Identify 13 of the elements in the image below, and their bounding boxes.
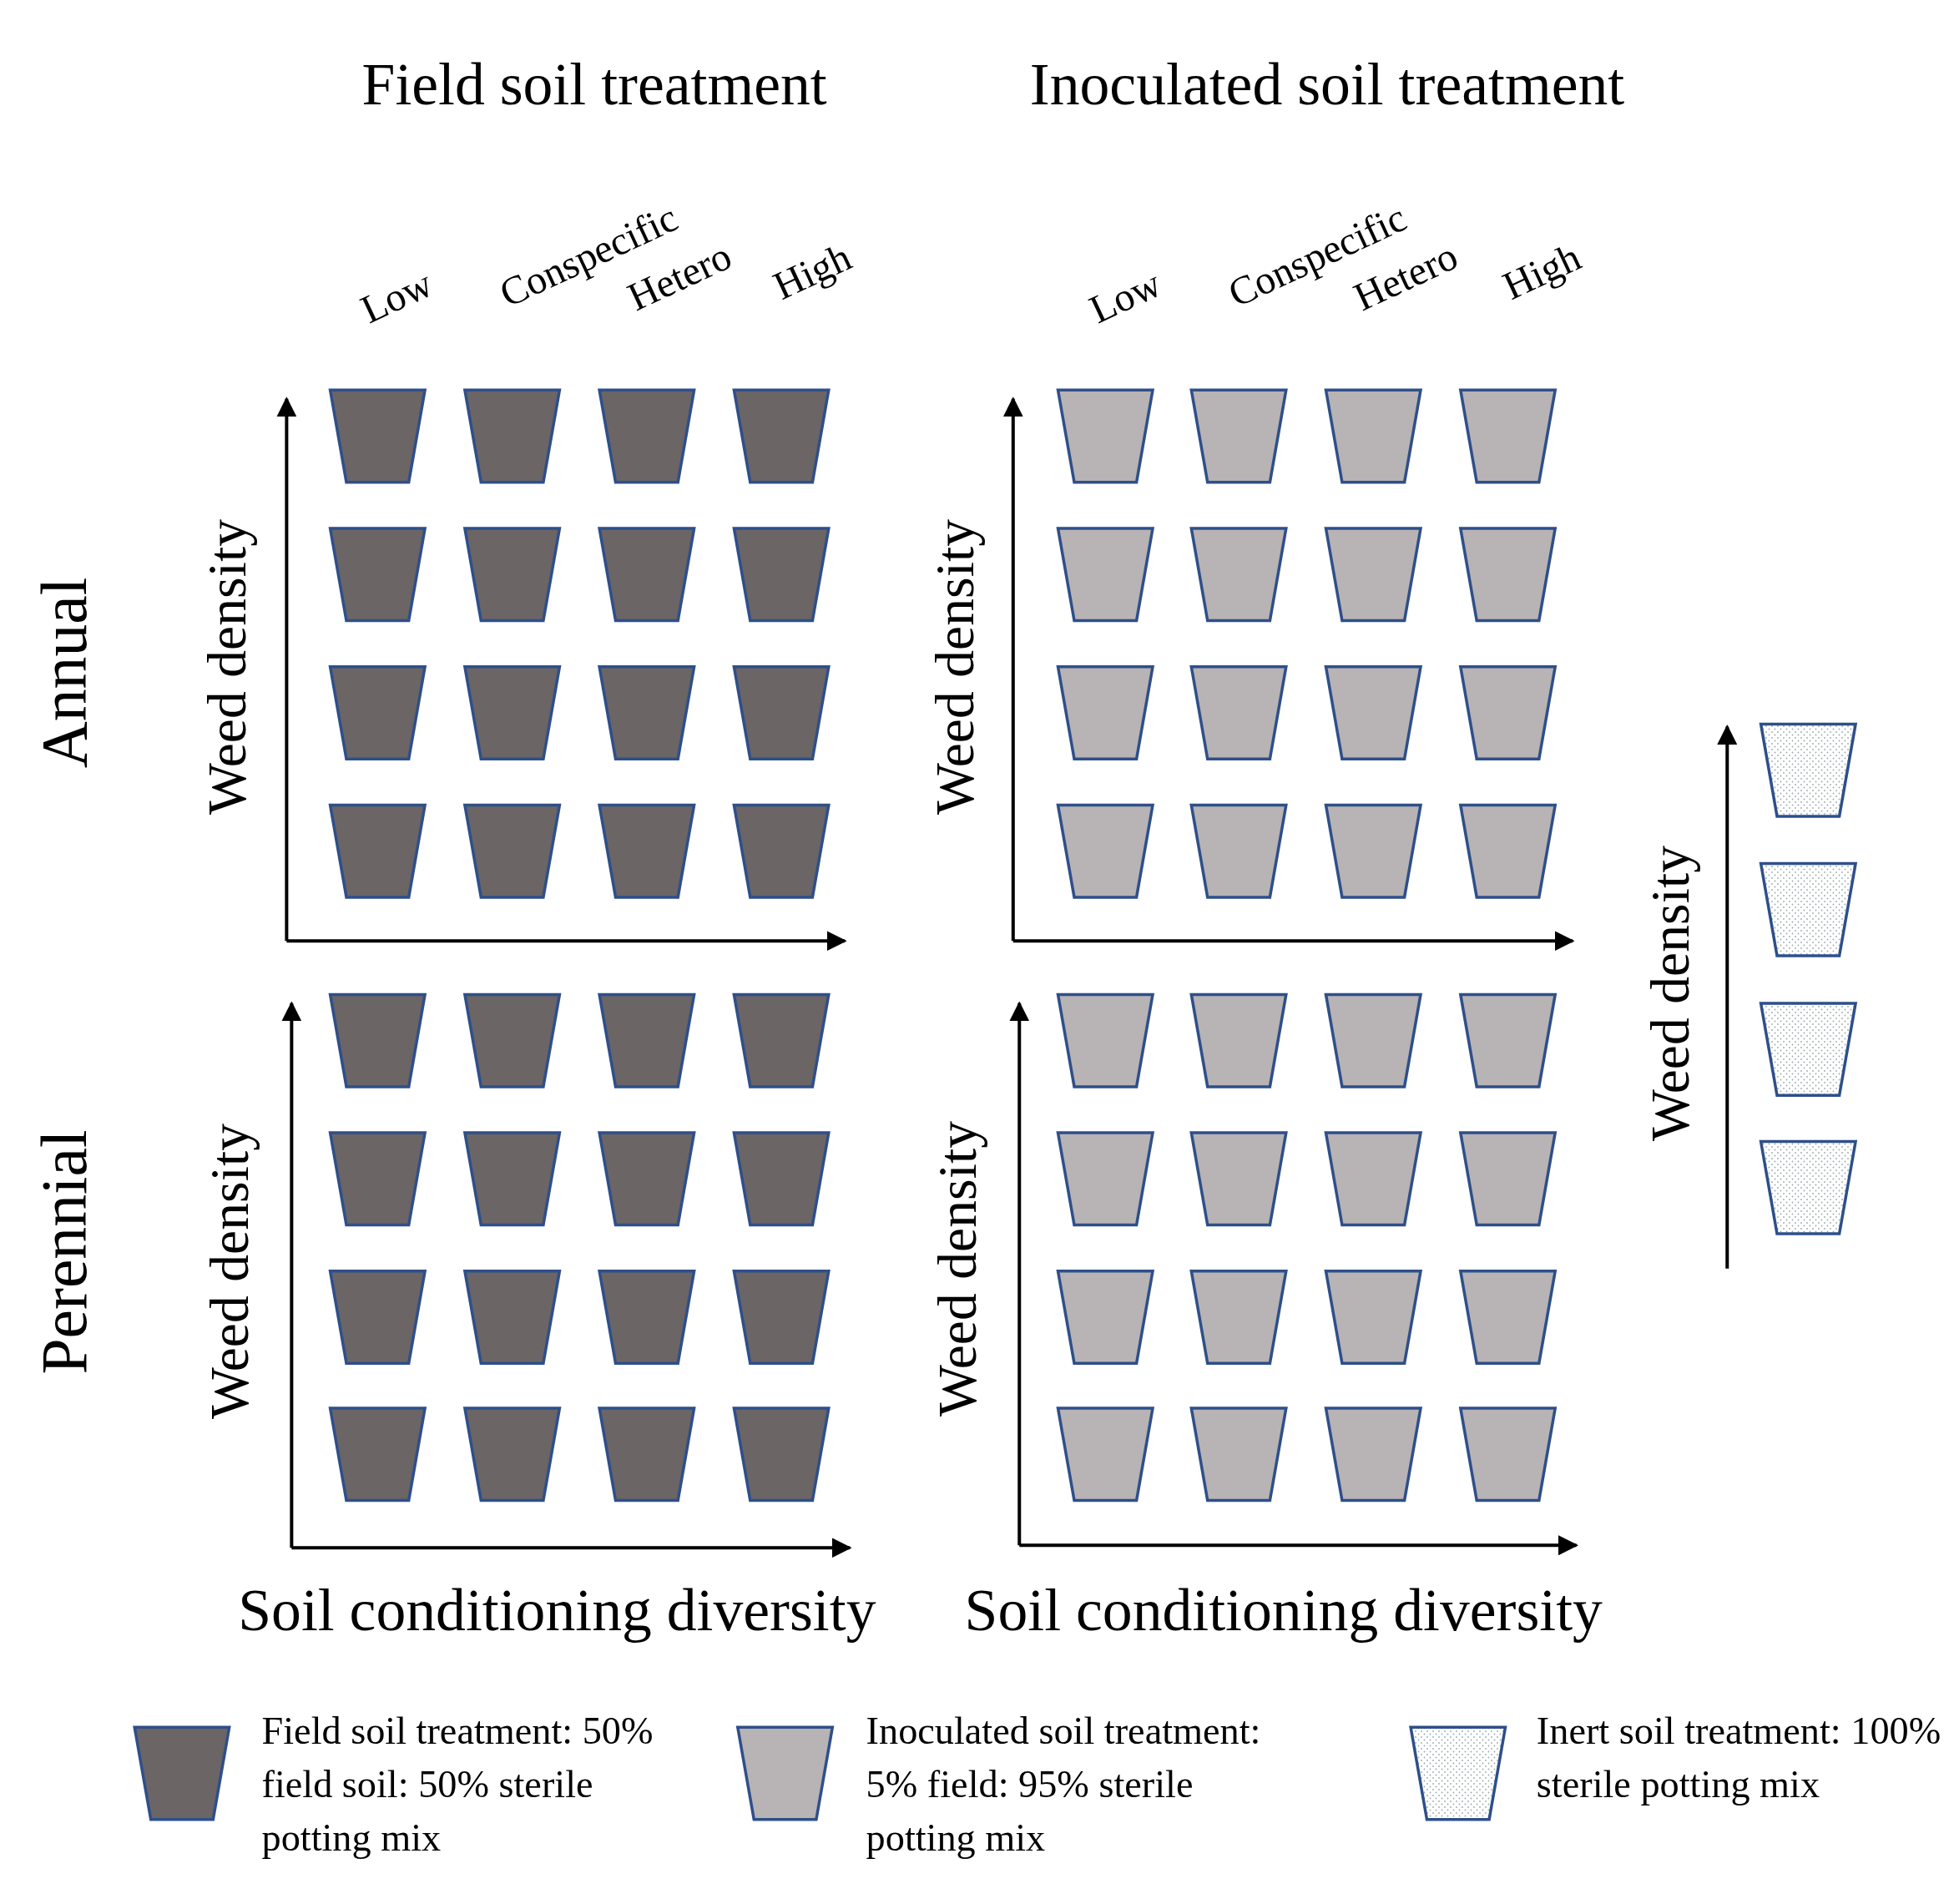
legend-text: Field soil treatment: 50% field soil: 50% sterile potting mix xyxy=(261,1709,654,1861)
row-label: Annual xyxy=(32,577,98,769)
axis-label: Soil conditioning diversity xyxy=(964,1581,1603,1642)
column-label: Low xyxy=(1083,263,1167,331)
panel-heading: Field soil treatment xyxy=(361,54,827,115)
column-label: Low xyxy=(355,263,438,331)
legend-text: Inoculated soil treatment: 5% field: 95% sterile potting mix xyxy=(866,1709,1262,1861)
axis-label: Soil conditioning diversity xyxy=(238,1581,876,1642)
column-label: High xyxy=(1497,236,1587,307)
legend-text: Inert soil treatment: 100% sterile potting mix xyxy=(1536,1709,1942,1808)
column-label: High xyxy=(768,236,857,307)
panel-heading: Inoculated soil treatment xyxy=(1029,54,1625,115)
row-label: Perennial xyxy=(32,1129,98,1375)
